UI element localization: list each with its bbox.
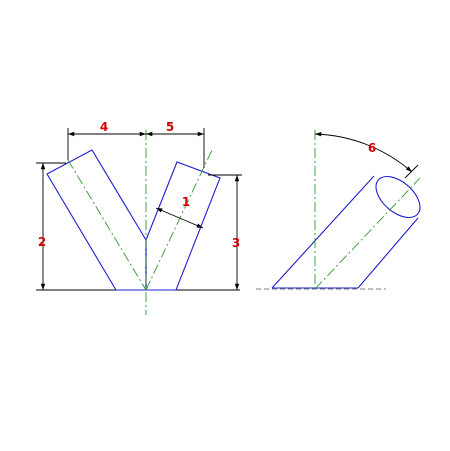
dimension-line-1	[155, 207, 204, 229]
cylinder-left-edge	[271, 175, 375, 289]
dimension-label-3: 3	[232, 236, 240, 250]
cylinder-top-ellipse	[375, 175, 421, 219]
right-branch-tube	[145, 161, 221, 291]
dimension-label-1: 1	[182, 195, 190, 209]
angle-arc-6	[314, 131, 413, 173]
left-branch-centerline	[67, 159, 147, 291]
right-branch-centerline	[145, 147, 214, 291]
y-branch-view: 4 5 2 3 1	[36, 120, 242, 315]
dimension-label-2: 2	[38, 235, 46, 249]
cylinder-axis-centerline	[314, 177, 421, 290]
cylinder-right-edge	[357, 217, 419, 289]
dimension-label-4: 4	[100, 120, 108, 134]
left-branch-tube	[46, 149, 147, 291]
dimension-label-6: 6	[368, 141, 376, 155]
inclined-cylinder-view: 6	[256, 130, 421, 290]
dimension-label-5: 5	[166, 120, 174, 134]
